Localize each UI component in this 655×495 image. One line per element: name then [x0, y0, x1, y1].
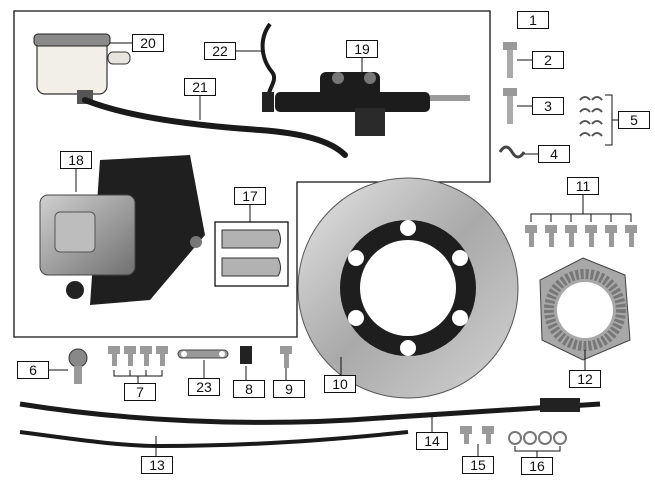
- callout-7: 7: [124, 383, 156, 401]
- callout-6: 6: [17, 361, 49, 379]
- clips-5: [579, 96, 603, 137]
- reservoir-hose: [82, 97, 348, 158]
- bracket-8: [240, 346, 252, 364]
- bolts-15: [460, 426, 494, 444]
- callout-17: 17: [234, 187, 266, 205]
- callout-8: 8: [233, 380, 265, 398]
- brake-hose-13: [19, 430, 409, 449]
- callout-16: 16: [521, 457, 553, 475]
- clip-4: [498, 145, 526, 159]
- brake-disc: [297, 177, 519, 399]
- callout-19: 19: [346, 40, 378, 58]
- rod-end-6: [68, 348, 88, 384]
- brake-pads: [214, 221, 289, 287]
- abs-ring: [539, 257, 631, 361]
- callout-5: 5: [618, 111, 650, 129]
- callout-10: 10: [324, 375, 356, 393]
- callout-2: 2: [532, 51, 564, 69]
- callout-12: 12: [569, 370, 601, 388]
- rotor-bolts-11: [525, 225, 637, 247]
- callout-14: 14: [416, 432, 448, 450]
- callout-21: 21: [184, 78, 216, 96]
- bolts-7: [108, 346, 168, 366]
- callout-23: 23: [188, 378, 220, 396]
- caliper-and-bracket: [39, 155, 205, 305]
- master-cylinder: [275, 72, 470, 136]
- callout-13: 13: [141, 456, 173, 474]
- callout-22: 22: [204, 42, 236, 60]
- callout-11: 11: [567, 177, 599, 195]
- callout-4: 4: [538, 145, 570, 163]
- callout-20: 20: [132, 34, 164, 52]
- brake-hose-14: [19, 401, 601, 425]
- link-rod-23: [177, 349, 229, 359]
- washers-16: [508, 431, 567, 445]
- callout-1: 1: [517, 11, 549, 29]
- bolt-3: [503, 88, 517, 124]
- bolt-2: [503, 42, 517, 78]
- callout-18: 18: [60, 151, 92, 169]
- callout-9: 9: [273, 380, 305, 398]
- assembly-outline: [13, 10, 491, 338]
- callout-3: 3: [532, 97, 564, 115]
- bolt-9: [280, 346, 292, 368]
- reservoir: [33, 33, 131, 104]
- callout-15: 15: [462, 456, 494, 474]
